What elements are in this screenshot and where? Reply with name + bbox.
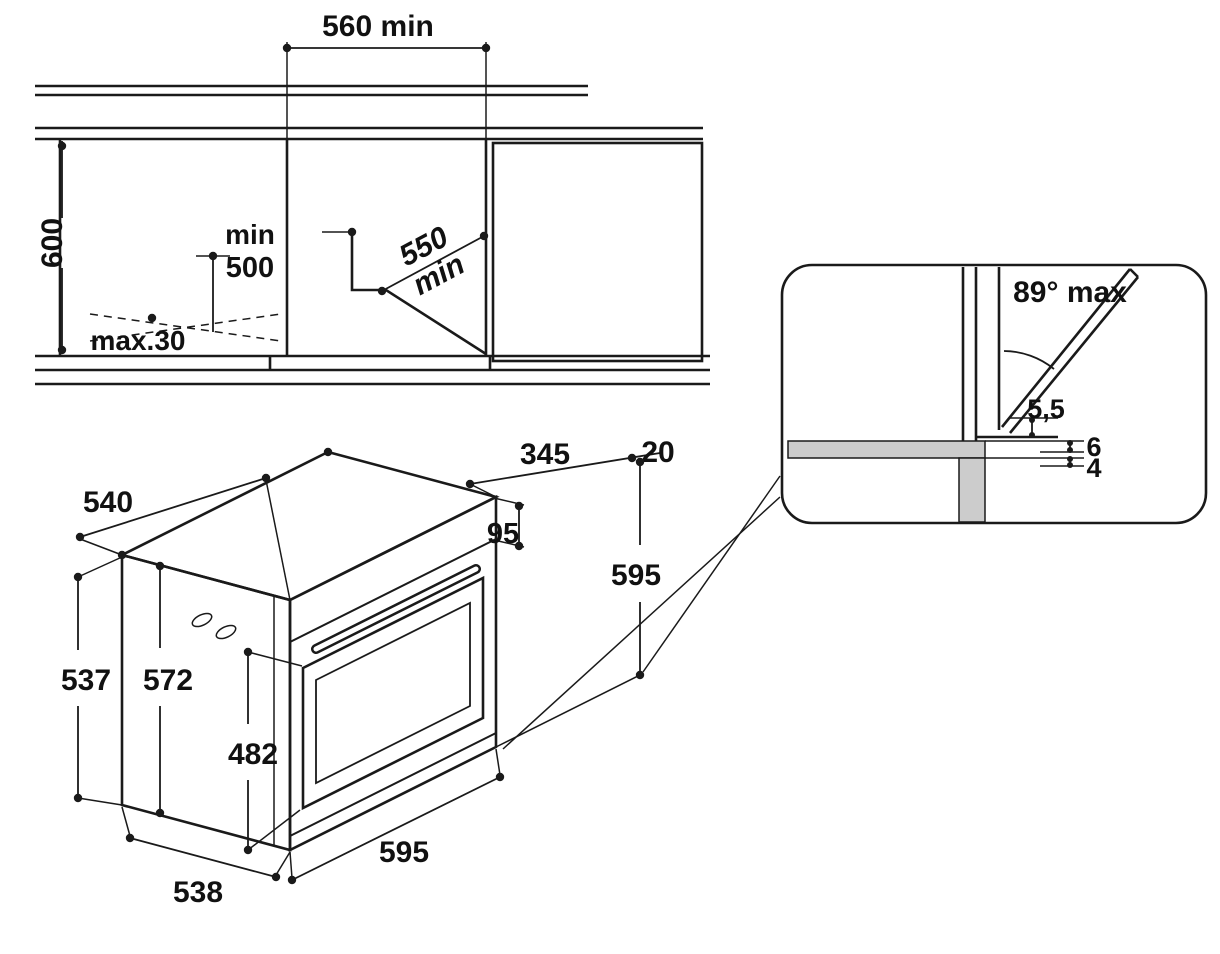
dim-560-min: 560 min (282, 10, 491, 139)
label-overall-height: 595 (611, 559, 661, 592)
door-angle-detail: 89° max 5,5 6 4 (780, 263, 1208, 525)
label-top-depth: 540 (83, 486, 133, 519)
cabinet-structure (35, 84, 710, 386)
detail-callout-leaders (502, 475, 781, 750)
dim-600: 600 (36, 141, 69, 355)
oven-front-face (288, 494, 498, 853)
label-clearance-value: 500 (226, 252, 274, 284)
oven-door-window (315, 601, 471, 785)
dim-538: 538 (121, 806, 291, 909)
label-top-rear-distance: 345 (520, 438, 570, 471)
oven-side-face (120, 553, 292, 852)
label-column-height: 600 (36, 218, 69, 268)
side-vent-2 (215, 624, 237, 640)
dim-482: 482 (228, 647, 303, 855)
oven-body (117, 447, 500, 853)
worktop-panel (787, 440, 986, 459)
label-plinth-recess: max.30 (91, 325, 186, 356)
label-opening-angle: 89° max (1013, 276, 1127, 309)
dim-max-30: max.30 (89, 313, 282, 356)
dim-595-right: 595 (495, 457, 661, 748)
label-niche-width: 560 min (322, 10, 434, 43)
angle-arc (1003, 350, 1055, 370)
side-vent-1 (191, 612, 213, 628)
dim-572: 572 (143, 561, 193, 818)
label-clearance-min: min (225, 219, 275, 250)
label-front-width: 595 (379, 836, 429, 869)
niche-depth-step (350, 232, 487, 356)
plinth-panel (958, 457, 986, 523)
dim-595-bottom: 595 (287, 748, 505, 885)
open-door (1000, 268, 1140, 434)
label-top-gap: 6 (1086, 432, 1101, 462)
dim-537: 537 (61, 556, 123, 806)
label-hinge-clearance: 5,5 (1027, 394, 1065, 424)
dim-345-20: 345 20 (465, 436, 675, 498)
label-back-height: 537 (61, 664, 111, 697)
right-cabinet-door (491, 141, 704, 363)
dim-6: 6 (985, 432, 1102, 462)
label-door-height: 482 (228, 738, 278, 771)
dim-95: 95 (487, 497, 525, 551)
dim-4: 4 (985, 453, 1102, 483)
dim-5-5: 5,5 (1010, 394, 1065, 438)
oven-isometric-drawing: 540 345 20 95 595 (61, 436, 781, 909)
oven-door (301, 575, 485, 811)
dim-540: 540 (75, 473, 291, 601)
detail-frame (780, 263, 1208, 525)
cabinet-section-drawing: 560 min 600 min 500 max.30 5 (35, 10, 710, 386)
label-fascia-height: 95 (487, 518, 519, 550)
label-base-depth: 538 (173, 876, 223, 909)
label-side-height: 572 (143, 664, 193, 697)
dim-min-500: min 500 (196, 219, 275, 332)
label-bottom-gap: 4 (1086, 453, 1101, 483)
label-rear-offset: 20 (641, 436, 674, 469)
